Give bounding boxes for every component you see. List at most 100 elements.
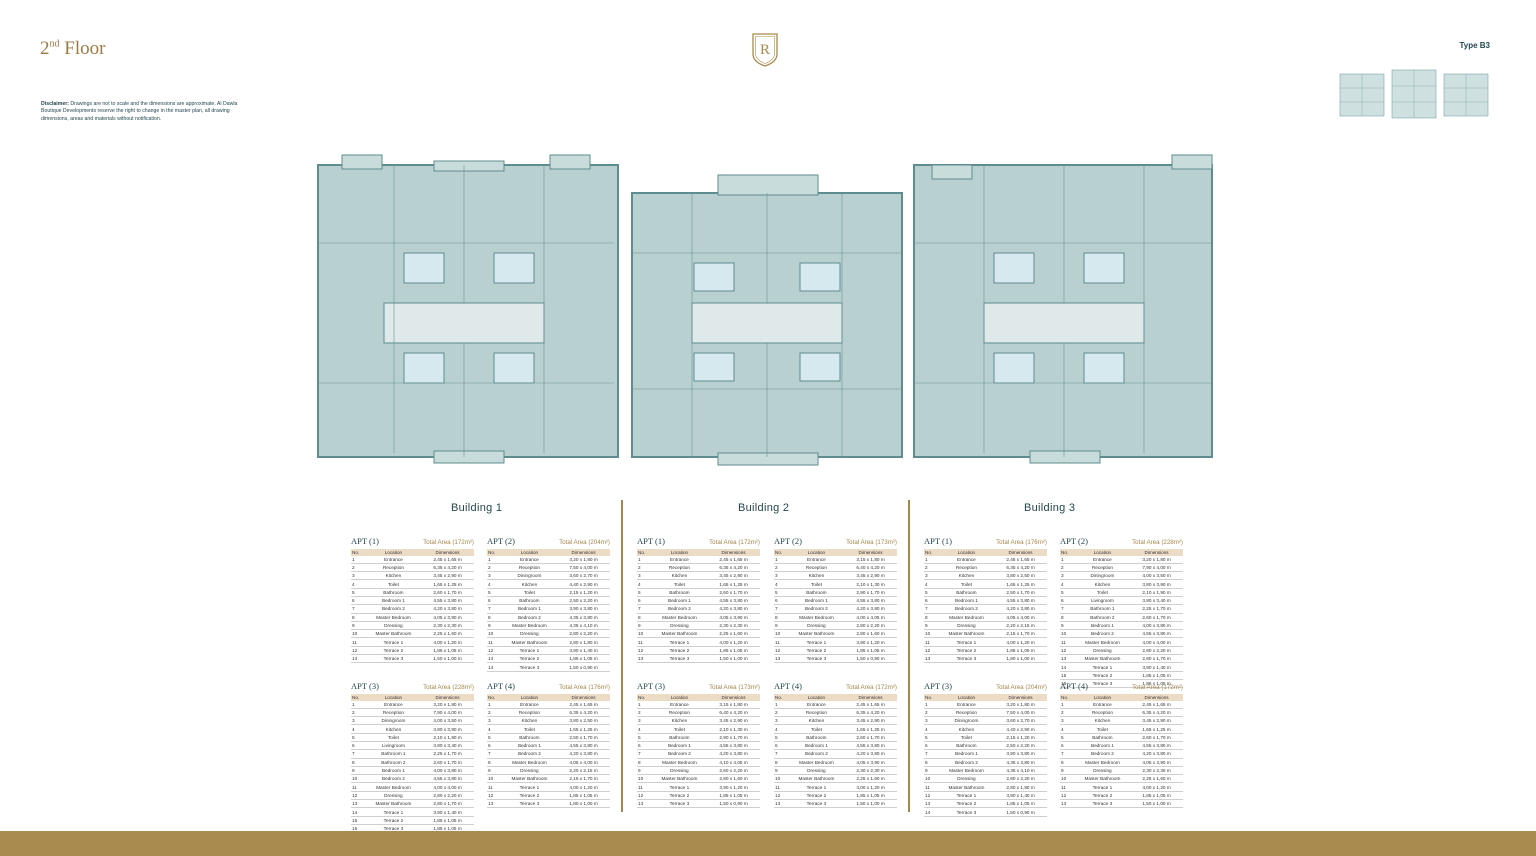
cell-dimensions: 1,85 x 1,05 m xyxy=(844,791,897,801)
cell-dimensions: 1,50 x 0,90 m xyxy=(557,662,610,672)
cell-no: 10 xyxy=(924,774,939,784)
col-header-location: Location xyxy=(651,694,708,701)
cell-location: Master Bedroom xyxy=(1074,637,1131,647)
cell-dimensions: 2,80 x 1,70 m xyxy=(1130,654,1183,664)
cell-location: Dressing xyxy=(365,791,422,801)
cell-dimensions: 6,35 x 4,20 m xyxy=(844,708,897,718)
cell-location: Bedroom 1 xyxy=(365,766,422,776)
col-header-location: Location xyxy=(938,549,995,556)
apartment-header: APT (1)Total Area (172m²) xyxy=(351,536,474,547)
col-header-no: No. xyxy=(774,694,789,701)
cell-dimensions: 3,45 x 2,90 m xyxy=(844,571,897,581)
cell-dimensions: 4,00 x 4,00 m xyxy=(421,782,474,792)
cell-dimensions: 1,85 x 1,05 m xyxy=(707,791,760,801)
cell-no: 13 xyxy=(351,654,366,664)
cell-no: 7 xyxy=(637,749,652,759)
cell-dimensions: 2,30 x 2,30 m xyxy=(421,621,474,631)
cell-dimensions: 2,45 x 1,65 m xyxy=(707,555,760,564)
cell-no: 10 xyxy=(924,629,939,639)
cell-no: 9 xyxy=(637,766,652,776)
cell-dimensions: 2,90 x 1,70 m xyxy=(707,733,760,743)
cell-no: 11 xyxy=(351,637,366,647)
col-header-dimensions: Dimensions xyxy=(844,694,897,701)
cell-dimensions: 2,45 x 1,65 m xyxy=(844,700,897,709)
cell-dimensions: 3,45 x 2,90 m xyxy=(844,716,897,726)
col-header-no: No. xyxy=(1060,694,1075,701)
cell-location: Entrance xyxy=(938,555,995,564)
cell-no: 4 xyxy=(1060,724,1075,734)
cell-location: Terrace 2 xyxy=(788,791,845,801)
cell-dimensions: 2,25 x 1,60 m xyxy=(1130,774,1183,784)
cell-dimensions: 3,90 x 1,20 m xyxy=(844,637,897,647)
cell-location: Toilet xyxy=(501,724,558,734)
apartment-header: APT (4)Total Area (172m²) xyxy=(1060,681,1183,692)
building-1-title: Building 1 xyxy=(451,502,503,514)
cell-no: 11 xyxy=(351,782,366,792)
cell-no: 11 xyxy=(487,782,502,792)
cell-no: 4 xyxy=(774,579,789,589)
cell-no: 2 xyxy=(637,563,652,573)
cell-dimensions: 2,45 x 1,65 m xyxy=(994,555,1047,564)
cell-no: 6 xyxy=(351,596,366,606)
cell-no: 6 xyxy=(1060,741,1075,751)
cell-location: Terrace 3 xyxy=(788,799,845,809)
cell-no: 8 xyxy=(924,613,939,622)
cell-no: 10 xyxy=(1060,774,1075,784)
cell-no: 1 xyxy=(637,555,652,564)
apartment-name: APT (3) xyxy=(637,681,665,691)
cell-no: 4 xyxy=(924,724,939,734)
cell-location: Kitchen xyxy=(938,571,995,581)
cell-dimensions: 2,15 x 1,20 m xyxy=(557,588,610,598)
cell-no: 8 xyxy=(1060,758,1075,767)
apartment-name: APT (1) xyxy=(351,536,379,546)
cell-no: 5 xyxy=(924,733,939,743)
cell-no: 5 xyxy=(774,588,789,598)
cell-dimensions: 1,85 x 1,05 m xyxy=(421,646,474,656)
cell-no: 11 xyxy=(774,637,789,647)
cell-no: 5 xyxy=(924,588,939,598)
cell-no: 7 xyxy=(774,604,789,614)
cell-location: Terrace 2 xyxy=(1074,791,1131,801)
cell-dimensions: 2,80 x 2,20 m xyxy=(844,621,897,631)
cell-dimensions: 2,10 x 1,30 m xyxy=(707,724,760,734)
col-header-location: Location xyxy=(365,694,422,701)
cell-no: 6 xyxy=(774,596,789,606)
cell-no: 7 xyxy=(637,604,652,614)
cell-no: 9 xyxy=(774,766,789,776)
cell-location: Master Bathroom xyxy=(938,782,995,792)
cell-no: 8 xyxy=(351,613,366,622)
apartment-name: APT (1) xyxy=(637,536,665,546)
apartment-area: Total Area (173m²) xyxy=(709,684,760,691)
cell-dimensions: 4,20 x 3,80 m xyxy=(844,604,897,614)
cell-location: Master Bathroom xyxy=(1074,774,1131,784)
